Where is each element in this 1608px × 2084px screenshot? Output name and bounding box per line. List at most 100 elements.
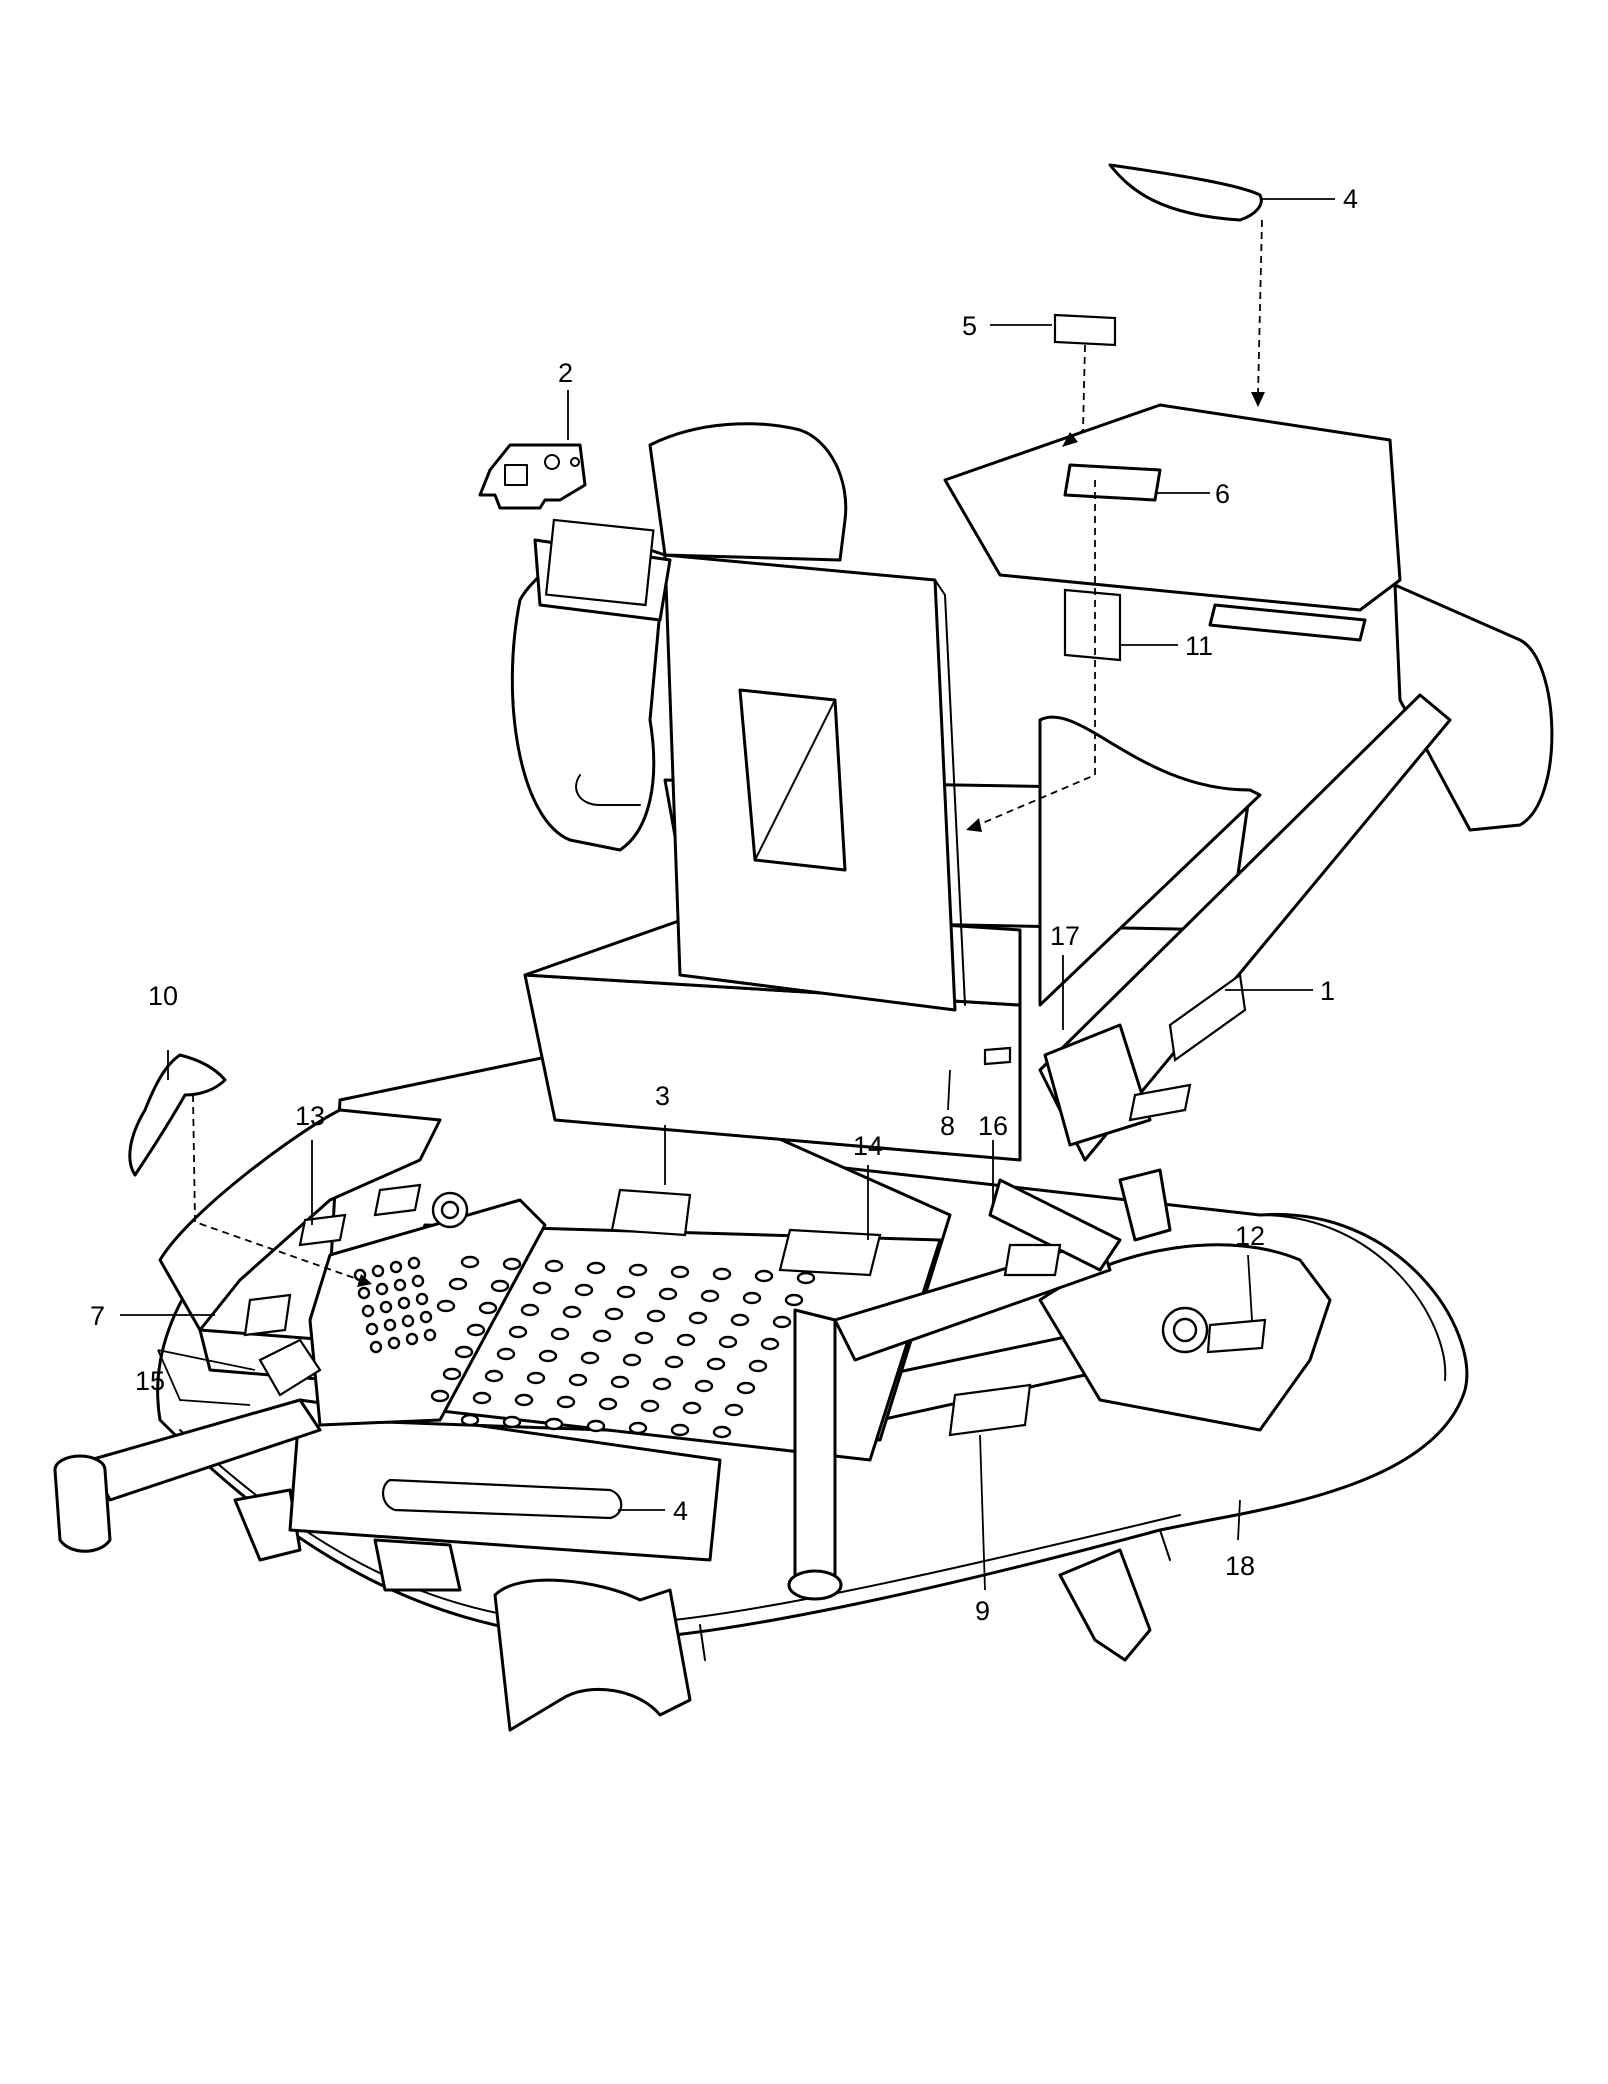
perforation-hole bbox=[634, 1331, 654, 1345]
callout-13: 13 bbox=[295, 1101, 325, 1131]
callout-8: 8 bbox=[940, 1111, 955, 1141]
perforation-hole bbox=[496, 1347, 516, 1361]
perforation-hole bbox=[586, 1261, 606, 1275]
perforated-floor-holes bbox=[353, 1255, 816, 1439]
perforation-hole bbox=[586, 1419, 606, 1433]
callout-labels: 1 2 3 4 4 5 6 7 8 9 10 11 12 13 14 15 16… bbox=[90, 184, 1358, 1626]
perforation-hole bbox=[622, 1353, 642, 1367]
perforation-hole bbox=[448, 1277, 468, 1291]
perforation-hole bbox=[616, 1285, 636, 1299]
callout-4a: 4 bbox=[1343, 184, 1358, 214]
perforation-hole bbox=[397, 1296, 411, 1310]
perforation-hole bbox=[670, 1423, 690, 1437]
callout-2: 2 bbox=[558, 358, 573, 388]
callout-6: 6 bbox=[1215, 479, 1230, 509]
perforation-hole bbox=[592, 1329, 612, 1343]
perforation-hole bbox=[454, 1345, 474, 1359]
perforation-hole bbox=[682, 1401, 702, 1415]
perforation-hole bbox=[419, 1310, 433, 1324]
perforation-hole bbox=[508, 1325, 528, 1339]
perforation-hole bbox=[652, 1377, 672, 1391]
perforation-hole bbox=[436, 1299, 456, 1313]
callout-3: 3 bbox=[655, 1081, 670, 1111]
perforation-hole bbox=[430, 1389, 450, 1403]
perforation-hole bbox=[544, 1417, 564, 1431]
perforation-hole bbox=[658, 1287, 678, 1301]
perforation-hole bbox=[568, 1373, 588, 1387]
perforation-hole bbox=[742, 1291, 762, 1305]
perforation-hole bbox=[478, 1301, 498, 1315]
perforation-hole bbox=[365, 1322, 379, 1336]
callout-12: 12 bbox=[1235, 1221, 1265, 1251]
perforation-hole bbox=[628, 1263, 648, 1277]
perforation-hole bbox=[472, 1391, 492, 1405]
perforation-hole bbox=[490, 1279, 510, 1293]
callout-5: 5 bbox=[962, 311, 977, 341]
perforation-hole bbox=[580, 1351, 600, 1365]
callout-9: 9 bbox=[975, 1596, 990, 1626]
perforation-hole bbox=[760, 1337, 780, 1351]
perforation-hole bbox=[784, 1293, 804, 1307]
assembly-dashed-lines bbox=[192, 219, 1265, 1287]
callout-16: 16 bbox=[978, 1111, 1008, 1141]
perforation-hole bbox=[387, 1336, 401, 1350]
perforation-hole bbox=[532, 1281, 552, 1295]
floor-details bbox=[243, 588, 1192, 1397]
perforation-hole bbox=[640, 1399, 660, 1413]
perforation-hole bbox=[712, 1267, 732, 1281]
callout-11: 11 bbox=[1185, 631, 1213, 661]
perforation-hole bbox=[724, 1403, 744, 1417]
callout-15: 15 bbox=[135, 1366, 165, 1396]
callout-14: 14 bbox=[853, 1131, 883, 1161]
perforation-hole bbox=[628, 1421, 648, 1435]
perforation-hole bbox=[502, 1415, 522, 1429]
perforation-hole bbox=[379, 1300, 393, 1314]
perforation-hole bbox=[646, 1309, 666, 1323]
perforation-hole bbox=[712, 1425, 732, 1439]
perforation-hole bbox=[718, 1335, 738, 1349]
perforation-hole bbox=[598, 1397, 618, 1411]
perforation-hole bbox=[772, 1315, 792, 1329]
perforation-hole bbox=[688, 1311, 708, 1325]
perforation-hole bbox=[754, 1269, 774, 1283]
perforation-hole bbox=[371, 1264, 385, 1278]
perforation-hole bbox=[544, 1259, 564, 1273]
callout-4b: 4 bbox=[673, 1496, 688, 1526]
part-5-decal bbox=[1053, 313, 1117, 347]
perforation-hole bbox=[556, 1395, 576, 1409]
perforation-hole bbox=[748, 1359, 768, 1373]
seat-frame bbox=[510, 403, 1554, 1162]
perforation-hole bbox=[389, 1260, 403, 1274]
perforation-hole bbox=[423, 1328, 437, 1342]
perforation-hole bbox=[357, 1286, 371, 1300]
perforation-hole bbox=[676, 1333, 696, 1347]
perforation-hole bbox=[411, 1274, 425, 1288]
perforation-hole bbox=[502, 1257, 522, 1271]
perforation-hole bbox=[796, 1271, 816, 1285]
perforation-hole bbox=[460, 1413, 480, 1427]
part-10-strip bbox=[128, 1053, 227, 1177]
part-4-armrest-cap bbox=[1108, 163, 1263, 222]
perforation-hole bbox=[460, 1255, 480, 1269]
perforation-hole bbox=[393, 1278, 407, 1292]
perforation-hole bbox=[694, 1379, 714, 1393]
perforation-hole bbox=[466, 1323, 486, 1337]
perforation-hole bbox=[538, 1349, 558, 1363]
perforation-hole bbox=[604, 1307, 624, 1321]
perforation-hole bbox=[407, 1256, 421, 1270]
perforation-hole bbox=[610, 1375, 630, 1389]
perforation-hole bbox=[369, 1340, 383, 1354]
perforation-hole bbox=[442, 1367, 462, 1381]
perforation-hole bbox=[730, 1313, 750, 1327]
part-2-plate bbox=[478, 443, 587, 510]
callout-1: 1 bbox=[1320, 976, 1335, 1006]
perforation-hole bbox=[526, 1371, 546, 1385]
perforation-hole bbox=[405, 1332, 419, 1346]
perforation-hole bbox=[700, 1289, 720, 1303]
perforation-hole bbox=[415, 1292, 429, 1306]
perforation-hole bbox=[520, 1303, 540, 1317]
perforation-hole bbox=[574, 1283, 594, 1297]
perforation-hole bbox=[736, 1381, 756, 1395]
